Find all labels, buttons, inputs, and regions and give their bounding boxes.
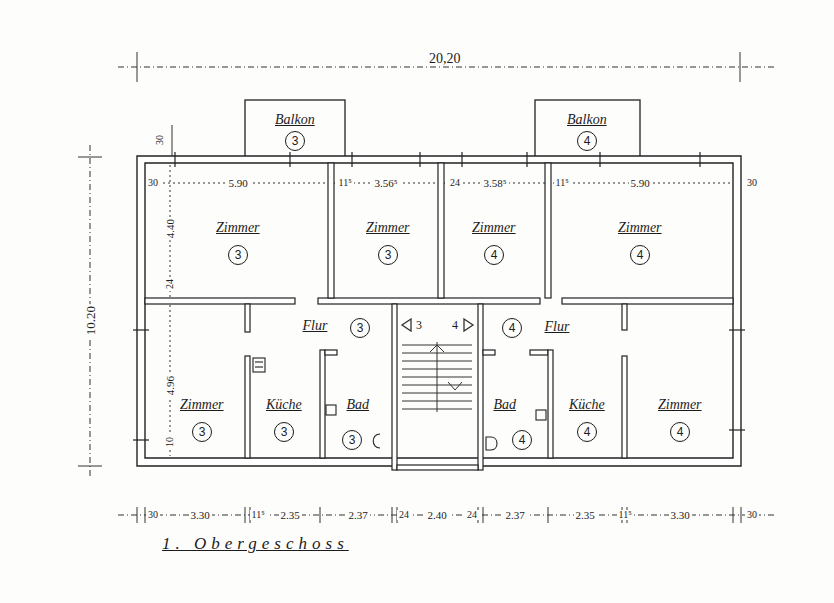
apartment-number: 3 <box>235 249 242 261</box>
apartment-number-circle: 3 <box>192 422 212 442</box>
dimension-label: 24 <box>465 510 479 520</box>
room-name: Bad <box>494 398 517 412</box>
kitchen-area: Küche 3 <box>250 355 320 458</box>
apartment-number-circle: 3 <box>378 245 398 265</box>
apartment-number: 3 <box>281 426 288 438</box>
dimension-label: 2.37 <box>347 510 370 521</box>
hall-area: Flur 4 <box>483 304 622 348</box>
apartment-number-circle: 4 <box>577 131 597 151</box>
dimension-label: 3.30 <box>669 510 692 521</box>
apartment-number: 4 <box>584 135 591 147</box>
apartment-number-circle: 4 <box>502 318 522 338</box>
apartment-number: 3 <box>292 135 299 147</box>
apartment-number: 4 <box>584 426 591 438</box>
dimension-label: 30 <box>155 133 165 147</box>
dimension-label: 3.30 <box>189 510 212 521</box>
dimension-label: 2.35 <box>574 510 597 521</box>
dimension-label: 30 <box>146 178 160 188</box>
dimension-label: 11⁵ <box>250 510 267 520</box>
dimension-label: 24 <box>397 510 411 520</box>
room-name: Balkon <box>275 113 315 127</box>
apartment-number-circle: 4 <box>484 245 504 265</box>
room-name: Bad <box>347 398 370 412</box>
dimension-label: 3.58⁵ <box>482 178 509 189</box>
dimension-label: 2.35 <box>279 510 302 521</box>
apartment-number: 3 <box>199 426 206 438</box>
kitchen-area: Küche 4 <box>553 355 622 458</box>
apartment-number-circle: 4 <box>577 422 597 442</box>
dimension-label: 24 <box>165 277 175 291</box>
dimension-label: 11⁵ <box>337 178 354 188</box>
room-name: Zimmer <box>658 398 702 412</box>
room-name: Zimmer <box>180 398 224 412</box>
dimension-label: 10 <box>165 435 175 449</box>
apartment-number-circle: 4 <box>630 245 650 265</box>
balcony-area: Balkon 3 <box>245 100 345 157</box>
dimension-label: 2.40 <box>426 510 449 521</box>
balcony-area: Balkon 4 <box>535 100 640 157</box>
room-area: Zimmer 3 <box>145 304 245 458</box>
dimension-label: 10.20 <box>84 303 97 336</box>
dimension-label: 4.96 <box>165 373 176 396</box>
bath-area: Bad 4 <box>483 355 548 458</box>
apartment-number-circle: 4 <box>670 422 690 442</box>
dimension-label: 30 <box>146 510 160 520</box>
apartment-number-circle: 3 <box>228 245 248 265</box>
dimension-label: 4.40 <box>165 216 176 239</box>
room-name: Küche <box>266 398 302 412</box>
room-name: Zimmer <box>472 221 516 235</box>
room-name: Küche <box>569 398 605 412</box>
apartment-number: 3 <box>385 249 392 261</box>
room-area: Zimmer 4 <box>627 304 733 458</box>
room-name: Balkon <box>567 113 607 127</box>
room-name: Zimmer <box>618 221 662 235</box>
dimension-label: 3.56⁵ <box>373 178 400 189</box>
room-name: Zimmer <box>366 221 410 235</box>
apartment-number: 3 <box>349 434 356 446</box>
apartment-number-circle: 3 <box>274 422 294 442</box>
dimension-label: 5.90 <box>629 178 652 189</box>
apartment-number: 4 <box>491 249 498 261</box>
apartment-number: 4 <box>677 426 684 438</box>
dimension-label: 2.37 <box>504 510 527 521</box>
stair-direction-number: 4 <box>450 319 460 331</box>
apartment-number-circle: 3 <box>342 430 362 450</box>
apartment-number: 4 <box>519 434 526 446</box>
apartment-number-circle: 3 <box>350 318 370 338</box>
room-name: Zimmer <box>216 221 260 235</box>
apartment-number: 4 <box>509 322 516 334</box>
dimension-label: 30 <box>745 510 759 520</box>
bath-area: Bad 3 <box>325 355 392 458</box>
dimension-label: 30 <box>745 178 759 188</box>
stair-direction-number: 3 <box>414 319 424 331</box>
dimension-label: 20,20 <box>427 52 463 66</box>
room-name: Flur <box>545 320 570 334</box>
floor-caption: 1. Obergeschoss <box>162 535 349 554</box>
apartment-number: 3 <box>357 322 364 334</box>
apartment-number: 4 <box>637 249 644 261</box>
dimension-label: 11⁵ <box>554 178 571 188</box>
dimension-label: 24 <box>448 178 462 188</box>
apartment-number-circle: 3 <box>285 131 305 151</box>
apartment-number-circle: 4 <box>512 430 532 450</box>
hall-area: Flur 3 <box>250 304 392 348</box>
dimension-label: 5.90 <box>227 178 250 189</box>
dimension-label: 11⁵ <box>617 510 634 520</box>
room-name: Flur <box>303 319 328 333</box>
